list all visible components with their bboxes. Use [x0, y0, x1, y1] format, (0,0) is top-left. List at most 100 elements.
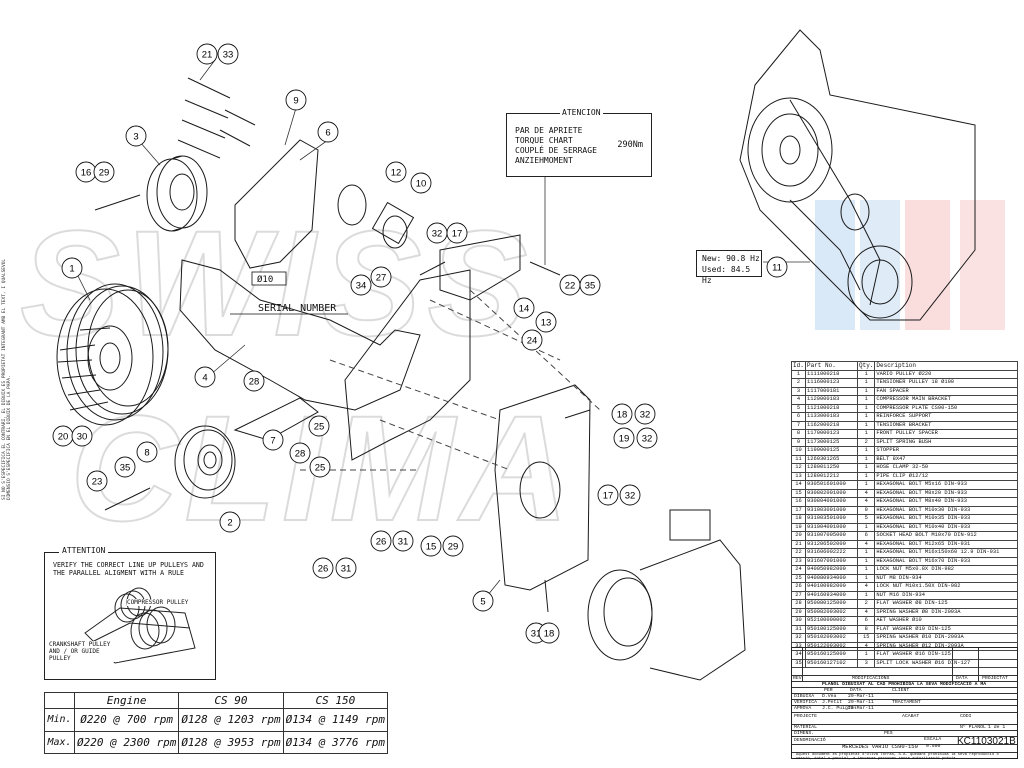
parts-cell: HOSE CLAMP 32-50: [874, 463, 1018, 473]
callout-bubble: [61, 257, 83, 279]
parts-cell: 940160934000: [805, 590, 858, 600]
callout-number: 16: [81, 168, 92, 179]
callout-number: 32: [642, 434, 653, 445]
callout-number: 28: [295, 449, 306, 460]
parts-cell: 940050982000: [805, 565, 858, 575]
parts-cell: 8: [791, 429, 806, 439]
projecte-label: PROJECTE: [794, 714, 818, 719]
parts-cell: VARIO PULLEY Ø220: [874, 369, 1018, 379]
callout-number: 32: [432, 229, 443, 240]
parts-cell: 1260301265: [805, 454, 858, 464]
assembled-view: [739, 29, 976, 321]
callout-number: 6: [325, 128, 330, 139]
parts-cell: 11: [791, 454, 806, 464]
codi-label: CODI: [960, 714, 972, 719]
parts-cell: 1: [856, 386, 876, 396]
verifica-data: 29-Mar-11: [848, 700, 874, 705]
parts-cell: 32: [791, 633, 806, 643]
parts-cell: 1133000183: [805, 412, 858, 422]
parts-cell: 3: [791, 386, 806, 396]
callout-bubble: [243, 370, 265, 392]
callout-number: 17: [452, 229, 463, 240]
parts-cell: 1: [856, 565, 876, 575]
callout-bubble: [136, 441, 158, 463]
parts-cell: 30: [791, 616, 806, 626]
parts-cell: HEXAGONAL BOLT M8x20 DIN-933: [874, 488, 1018, 498]
revision-col-label: REV: [793, 676, 802, 681]
title-block: MODIFICACIONS DATA PROJECTAT REV PLÀNOL …: [791, 647, 1018, 761]
verifica-label: VERIFICA: [794, 700, 818, 705]
parts-cell: 4: [856, 497, 876, 507]
callout-number: 31: [531, 629, 542, 640]
callout-bubble: [262, 429, 284, 451]
callout-bubble: [597, 484, 619, 506]
dibuixa-per: D.Vea: [822, 694, 837, 699]
compressor-main-bracket: [179, 259, 421, 411]
callout-bubble: [309, 456, 331, 478]
data2-label: DATA: [850, 688, 862, 693]
per-label: PER: [824, 688, 833, 693]
callout-bubble: [370, 530, 392, 552]
parts-cell: HEXAGONAL BOLT M10x35 DIN-933: [874, 514, 1018, 524]
parts-cell: 26: [791, 582, 806, 592]
callout-number: 19: [619, 434, 630, 445]
rpm-table: Engine CS 90 CS 150 Min. Ø220 @ 700 rpm …: [44, 691, 389, 755]
parts-cell: 1: [856, 471, 876, 481]
client-label: CLIENT: [892, 688, 910, 693]
center-bracket: [344, 269, 471, 461]
parts-cell: 1173000125: [805, 437, 858, 447]
callout-number: 35: [120, 463, 131, 474]
parts-cell: HEXAGONAL BOLT M16x150x60 12.9 DIN-931: [874, 548, 1018, 558]
tensioner-pulley: [174, 425, 236, 499]
attention-box: ATTENTION VERIFY THE CORRECT LINE UP PUL…: [44, 546, 216, 680]
parts-cell: TENSIONER BRACKET: [874, 420, 1018, 430]
parts-cell: 6: [856, 616, 876, 626]
aprova-data: 29-Mar-11: [848, 706, 874, 711]
parts-cell: 1116000123: [805, 378, 858, 388]
vario-pulley: [56, 283, 169, 426]
modifications-label: MODIFICACIONS: [852, 676, 890, 681]
parts-cell: 930802001000: [805, 488, 858, 498]
rpm-cell: Ø128 @ 1203 rpm: [178, 708, 284, 732]
callout-bubble: [385, 161, 407, 183]
diameter-label: Ø10: [257, 274, 273, 285]
callout-number: 29: [99, 168, 110, 179]
callout-number: 35: [585, 281, 596, 292]
callout-number: 1: [69, 264, 74, 275]
parts-cell: 950100125000: [805, 624, 858, 634]
parts-cell: COMPRESSOR MAIN BRACKET: [874, 395, 1018, 405]
parts-cell: 950080125000: [805, 599, 858, 609]
callout-bubble: [442, 535, 464, 557]
torque-line: ANZIEHMOMENT: [515, 156, 573, 165]
acabat-label: ACABAT: [902, 714, 920, 719]
parts-cell: 13: [791, 471, 806, 481]
bolt-group: [94, 77, 591, 613]
callout-number: 29: [448, 542, 459, 553]
callout-bubble: [93, 161, 115, 183]
pes-label: PES: [884, 731, 893, 736]
callout-number: 31: [341, 564, 352, 575]
callout-number: 21: [202, 50, 213, 61]
callout-bubble: [579, 274, 601, 296]
rpm-cell: Min.: [44, 708, 75, 732]
parts-cell: 1: [856, 446, 876, 456]
parts-cell: 29: [791, 607, 806, 617]
torque-value: 290Nm: [617, 140, 643, 150]
callout-number: 9: [293, 96, 298, 107]
frequency-new: New: 90.8 Hz: [702, 254, 760, 263]
rpm-header: Engine: [73, 691, 180, 710]
parts-cell: 940100982000: [805, 582, 858, 592]
